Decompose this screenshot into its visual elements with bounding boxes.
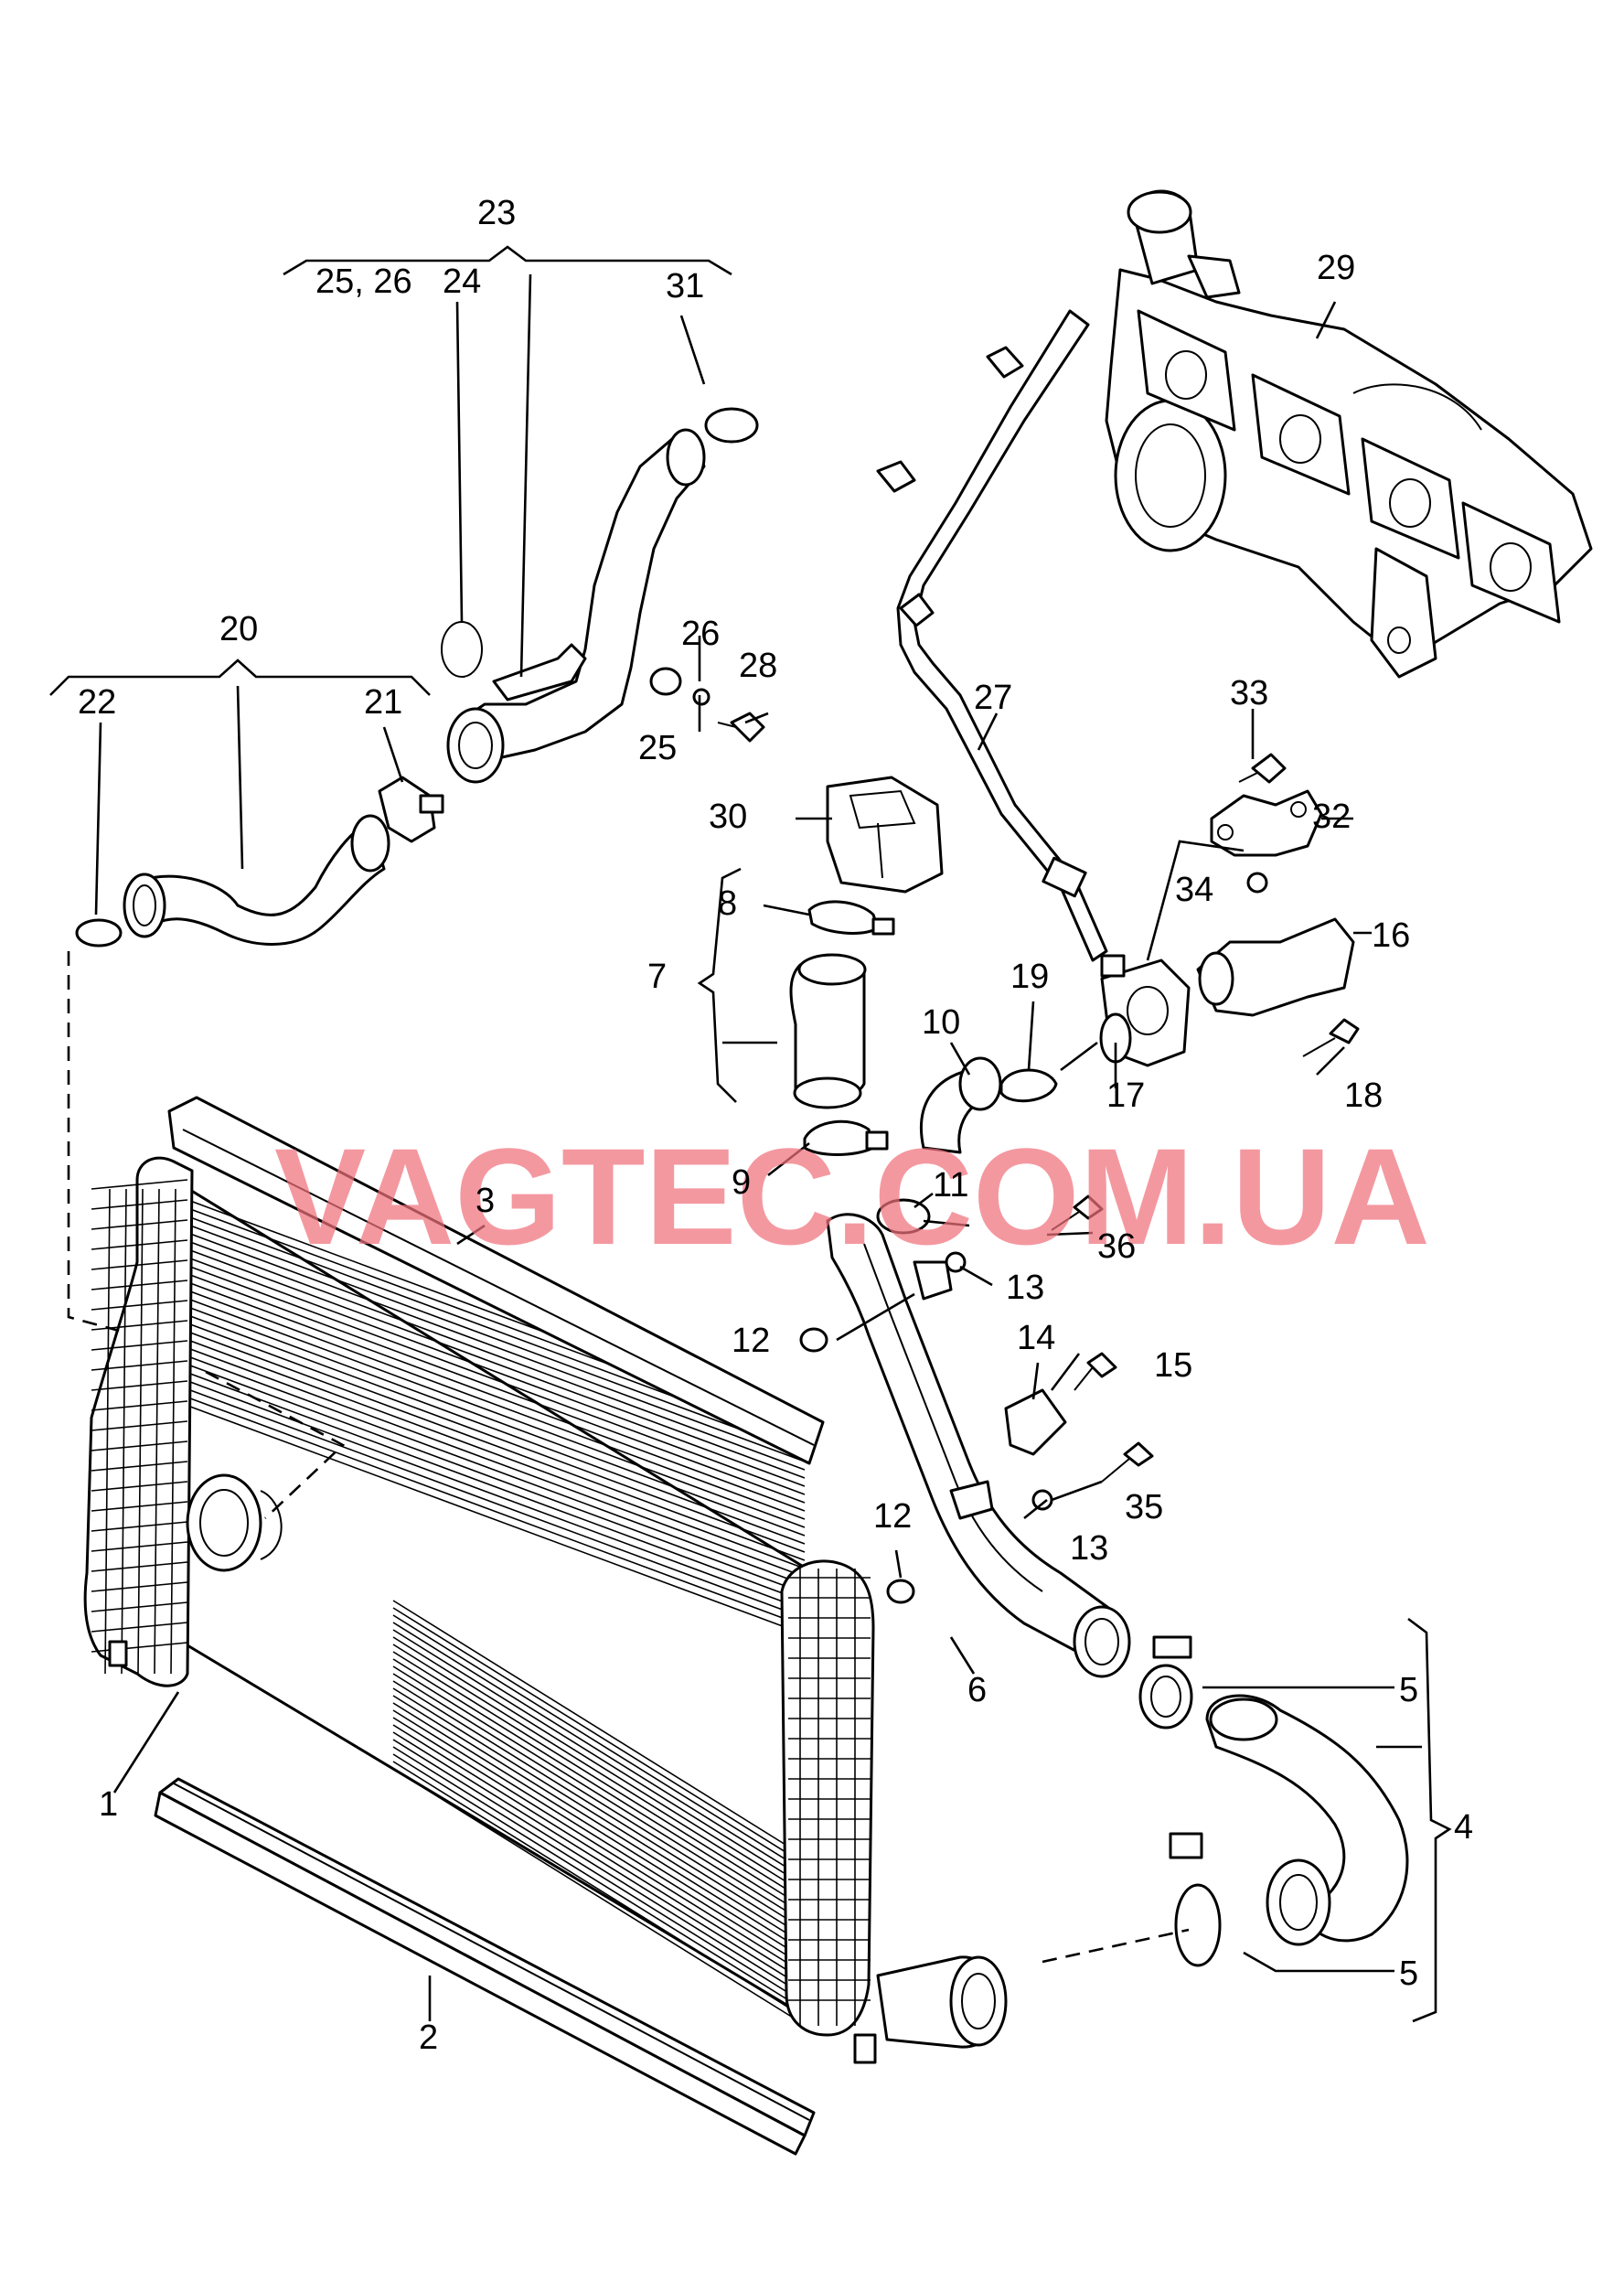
callout-33: 33 (1230, 674, 1268, 712)
hose-7-assembly (789, 900, 895, 1109)
callout-26: 26 (681, 615, 720, 653)
callout-4: 4 (1454, 1808, 1473, 1847)
callout-14: 14 (1017, 1319, 1055, 1357)
bracket-32 (1210, 753, 1323, 894)
intercooler-core-fins (182, 1197, 806, 2026)
callout-22: 22 (78, 683, 116, 722)
callout-16: 16 (1372, 916, 1410, 955)
turbocharger-29 (1105, 189, 1593, 679)
callout-34: 34 (1175, 871, 1213, 909)
hose-20-assembly (75, 776, 444, 948)
intercooler-radiator (83, 1096, 1008, 2064)
callout-35: 35 (1125, 1488, 1163, 1526)
callout-11: 11 (933, 1166, 968, 1205)
callout-15: 15 (1154, 1346, 1192, 1385)
callout-27: 27 (974, 679, 1012, 717)
callout-25: 25 (638, 729, 677, 767)
callout-8: 8 (718, 884, 737, 923)
hose-4-assembly (1138, 1635, 1409, 1967)
callout-3: 3 (475, 1182, 495, 1220)
callout-18: 18 (1344, 1076, 1383, 1115)
pipe-23-assembly (441, 407, 765, 784)
callout-20: 20 (219, 610, 258, 648)
callout-24: 24 (443, 262, 481, 301)
leader-lines (49, 245, 1452, 2023)
callout-2: 2 (419, 2019, 438, 2057)
callout-25-26: 25, 26 (315, 262, 412, 301)
lower-mounting-rail (154, 1777, 816, 2156)
callout-28: 28 (739, 647, 777, 685)
callout-13-upper: 13 (1006, 1269, 1044, 1307)
right-tank-grid (788, 1569, 871, 2026)
callout-32: 32 (1312, 798, 1351, 836)
callout-21: 21 (364, 683, 402, 722)
callout-1: 1 (99, 1785, 118, 1824)
valve-assembly-16-17 (999, 917, 1360, 1103)
callout-12-upper: 12 (732, 1322, 770, 1360)
watermark-text: VAGTEC.COM.UA (274, 1119, 1430, 1273)
callout-29: 29 (1317, 249, 1355, 287)
callout-13-lower: 13 (1070, 1529, 1108, 1568)
callout-19: 19 (1010, 958, 1049, 996)
callout-23: 23 (477, 194, 516, 232)
part-30-housing (826, 776, 944, 894)
charge-air-pressure-pipe (803, 1056, 1131, 1678)
callout-labels: 23 25, 26 24 31 29 20 26 28 22 21 27 33 … (78, 194, 1473, 2057)
callout-5-upper: 5 (1399, 1671, 1418, 1709)
fasteners (799, 1194, 1154, 1604)
pipe-27 (876, 309, 1108, 962)
callout-12-lower: 12 (873, 1497, 912, 1536)
callout-10: 10 (922, 1003, 960, 1042)
callout-31: 31 (666, 267, 704, 305)
callout-5-lower: 5 (1399, 1954, 1418, 1993)
callout-36: 36 (1097, 1227, 1136, 1266)
left-tank-grid (91, 1179, 188, 1675)
callout-30: 30 (709, 798, 747, 836)
dashed-links (67, 951, 1190, 1964)
callout-17: 17 (1106, 1076, 1145, 1115)
callout-7: 7 (647, 958, 667, 996)
callout-9: 9 (732, 1163, 751, 1202)
callout-6: 6 (967, 1671, 987, 1709)
